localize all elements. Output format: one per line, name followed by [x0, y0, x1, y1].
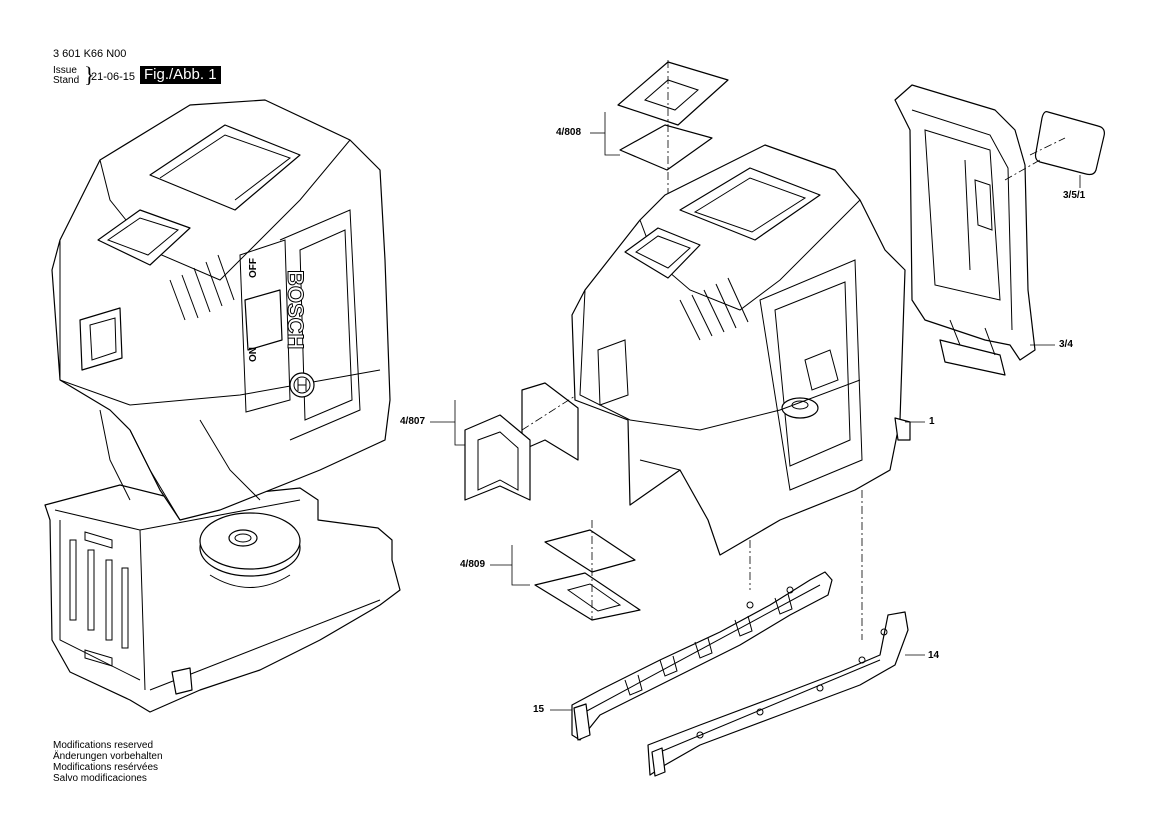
footer-line: Modifications reserved: [53, 740, 154, 751]
footer-notice: Modifications reserved Änderungen vorbeh…: [53, 740, 163, 784]
footer-line: Salvo modificaciones: [53, 773, 147, 784]
part-4-808: [590, 60, 729, 260]
figure-tag: Fig./Abb. 1: [140, 66, 221, 84]
part-3-5-1: [1029, 111, 1105, 176]
part-label: 4/808: [556, 127, 582, 138]
part-label: 3/5/1: [1063, 190, 1086, 201]
stand-label: Stand: [53, 75, 80, 86]
part-1-housing: [571, 144, 911, 640]
footer-line: Änderungen vorbehalten: [53, 751, 163, 762]
part-label: 14: [928, 650, 940, 661]
brace-icon: }: [84, 62, 95, 87]
part-14-rail: [647, 611, 909, 777]
assembled-laser-level: [44, 99, 401, 713]
issue-label: Issue: [53, 65, 77, 76]
footer-line: Modifications resérvées: [53, 762, 159, 773]
part-label: 1: [929, 416, 935, 427]
part-label: 4/807: [400, 416, 426, 427]
part-label: 15: [533, 704, 545, 715]
brand-logo-text: BOSCH: [283, 270, 308, 349]
part-4-807: [430, 379, 601, 501]
part-3-4-cover: [894, 84, 1041, 376]
part-number: 3 601 K66 N00: [53, 48, 127, 60]
issue-date: 21-06-15: [91, 71, 136, 83]
part-label: 3/4: [1059, 339, 1073, 350]
part-label: 4/809: [460, 559, 486, 570]
part-15-rail: [571, 571, 833, 741]
part-4-809: [490, 520, 641, 621]
switch-on-label: ON: [248, 347, 259, 362]
switch-off-label: OFF: [248, 258, 259, 278]
